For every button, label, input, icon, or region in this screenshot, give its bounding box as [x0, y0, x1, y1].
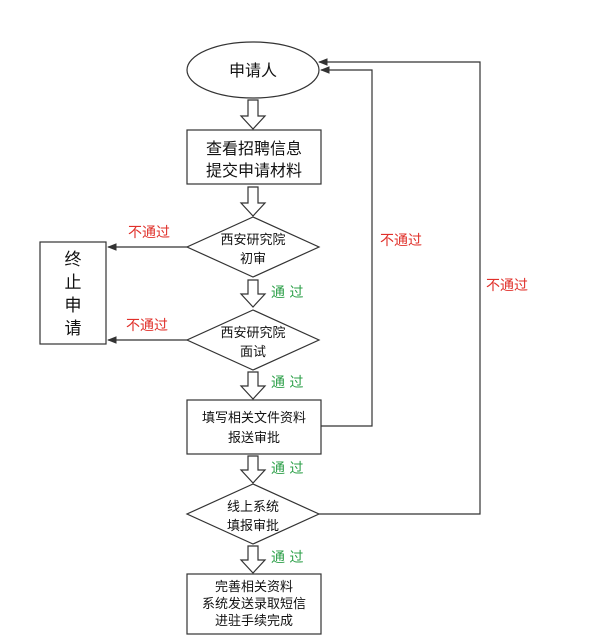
- node-terminate-c1: 终: [65, 250, 82, 270]
- node-interview-line2: 面试: [240, 345, 266, 360]
- node-applicant-label: 申请人: [229, 61, 277, 80]
- node-fill-docs-line1: 填写相关文件资料: [202, 411, 306, 426]
- node-complete-line3: 进驻手续完成: [215, 614, 293, 629]
- node-terminate: 终 止 申 请: [39, 241, 107, 345]
- node-complete: 完善相关资料 系统发送录取短信 进驻手续完成: [186, 573, 322, 635]
- arrow-fail-online-system: [318, 58, 481, 515]
- node-interview: 西安研究院 面试: [185, 309, 321, 371]
- label-pass-4: 通 过: [271, 550, 303, 566]
- node-complete-line1: 完善相关资料: [215, 579, 293, 595]
- arrow-fail-fill-docs: [320, 66, 373, 427]
- label-fail-online-system: 不通过: [486, 278, 528, 294]
- node-initial-review-line2: 初审: [240, 252, 266, 267]
- node-terminate-c4: 请: [65, 319, 82, 339]
- node-view-info: 查看招聘信息 提交申请材料: [186, 129, 322, 185]
- node-fill-docs: 填写相关文件资料 报送审批: [186, 399, 322, 455]
- node-online-system: 线上系统 填报审批: [185, 483, 321, 545]
- down-arrow-6: [239, 545, 267, 574]
- down-arrow-2: [239, 186, 267, 217]
- label-fail-interview: 不通过: [126, 318, 168, 334]
- down-arrow-3: [239, 279, 267, 308]
- label-pass-3: 通 过: [271, 461, 303, 477]
- node-terminate-c3: 申: [65, 296, 82, 316]
- down-arrow-5: [239, 455, 267, 484]
- node-view-info-line2: 提交申请材料: [206, 161, 302, 180]
- node-applicant: 申请人: [186, 41, 320, 99]
- label-fail-fill-docs: 不通过: [380, 233, 422, 249]
- node-online-system-line2: 填报审批: [227, 519, 279, 534]
- node-online-system-line1: 线上系统: [227, 500, 279, 515]
- down-arrow-4: [239, 371, 267, 400]
- node-fill-docs-line2: 报送审批: [228, 431, 280, 446]
- down-arrow-1: [239, 99, 267, 130]
- node-interview-line1: 西安研究院: [220, 326, 285, 341]
- node-initial-review-line1: 西安研究院: [220, 233, 285, 248]
- node-view-info-line1: 查看招聘信息: [206, 139, 302, 158]
- label-pass-2: 通 过: [271, 375, 303, 391]
- node-complete-line2: 系统发送录取短信: [202, 596, 306, 612]
- label-pass-1: 通 过: [271, 285, 303, 301]
- label-fail-initial: 不通过: [128, 225, 170, 241]
- node-terminate-c2: 止: [65, 273, 82, 293]
- node-initial-review: 西安研究院 初审: [185, 216, 321, 278]
